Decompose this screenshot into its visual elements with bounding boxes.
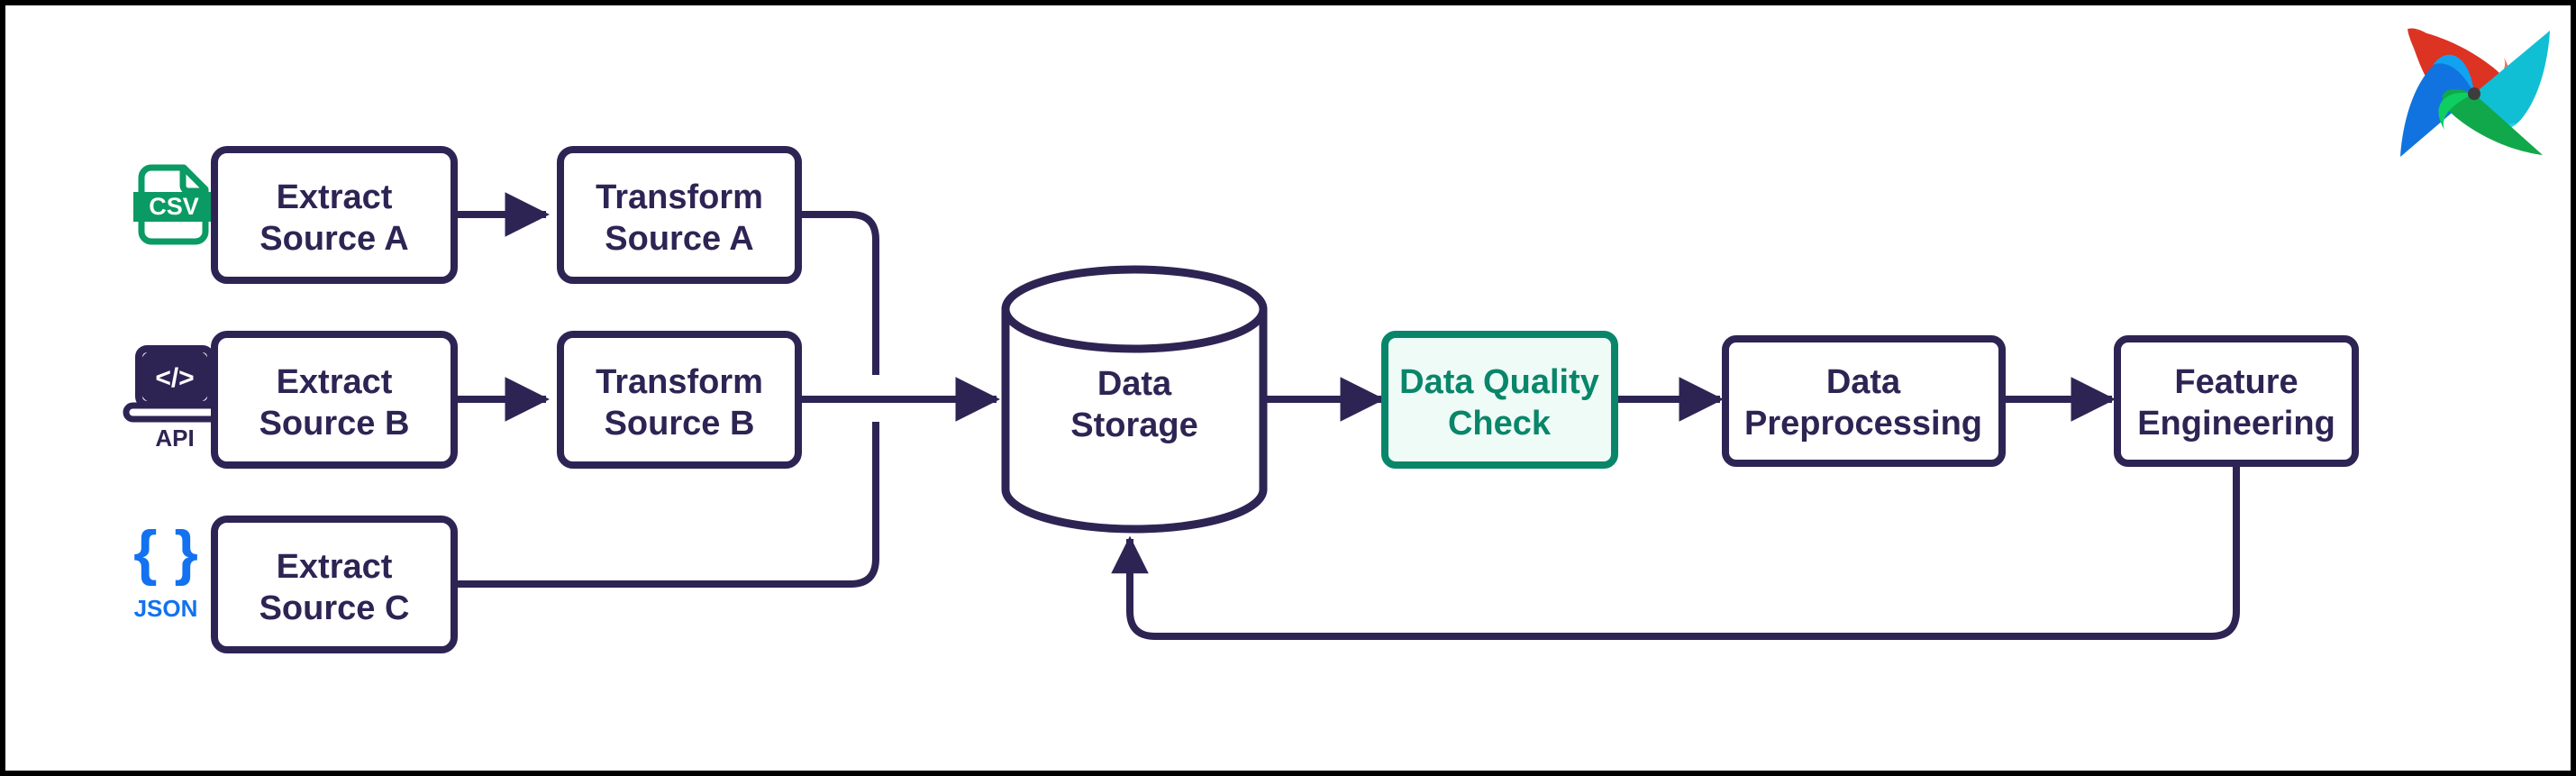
json-brace-glyph: { } xyxy=(133,518,198,587)
node-extract-source-a-line2: Source A xyxy=(259,220,408,258)
node-extract-source-a-line1: Extract xyxy=(277,178,393,216)
node-extract-source-c-line1: Extract xyxy=(277,548,393,586)
api-code-glyph: </> xyxy=(155,363,194,393)
csv-badge-text: CSV xyxy=(149,193,199,220)
node-data-preprocessing-line1: Data xyxy=(1826,363,1901,401)
node-extract-source-c-line2: Source C xyxy=(259,589,410,627)
node-data-quality-check-line2: Check xyxy=(1448,405,1552,443)
node-feature-engineering-line2: Engineering xyxy=(2137,405,2335,443)
node-extract-source-a[interactable]: Extract Source A xyxy=(211,146,458,284)
node-data-preprocessing-line2: Preprocessing xyxy=(1744,405,1982,443)
node-data-storage-line2: Storage xyxy=(1070,406,1197,444)
node-data-storage-line1: Data xyxy=(1097,365,1172,403)
node-feature-engineering[interactable]: Feature Engineering xyxy=(2114,335,2359,467)
node-transform-source-a[interactable]: Transform Source A xyxy=(557,146,802,284)
node-extract-source-b-line2: Source B xyxy=(259,405,410,443)
node-transform-source-b[interactable]: Transform Source B xyxy=(557,331,802,469)
node-data-storage[interactable]: Data Storage xyxy=(1001,265,1268,534)
json-caption: JSON xyxy=(134,595,198,622)
node-transform-source-a-line1: Transform xyxy=(596,178,763,216)
connectors xyxy=(454,192,2240,640)
apache-airflow-pinwheel-logo xyxy=(2400,28,2550,157)
pipeline-diagram: CSV </> API { } JSON Extract Source A Ex… xyxy=(123,28,2550,653)
edge-extract-c-to-bus xyxy=(454,422,879,588)
node-data-quality-check-line1: Data Quality xyxy=(1399,363,1599,401)
node-extract-source-b-line1: Extract xyxy=(277,363,393,401)
api-caption: API xyxy=(155,425,194,452)
csv-file-icon: CSV xyxy=(133,164,214,245)
node-data-preprocessing[interactable]: Data Preprocessing xyxy=(1722,335,2006,467)
edge-transform-a-to-bus xyxy=(798,211,879,375)
node-extract-source-c[interactable]: Extract Source C xyxy=(211,516,458,653)
node-transform-source-b-line2: Source B xyxy=(605,405,755,443)
node-extract-source-b[interactable]: Extract Source B xyxy=(211,331,458,469)
json-braces-icon: { } JSON xyxy=(133,518,198,622)
node-transform-source-b-line1: Transform xyxy=(596,363,763,401)
node-transform-source-a-line2: Source A xyxy=(605,220,753,258)
node-feature-engineering-line1: Feature xyxy=(2174,363,2298,401)
node-data-quality-check[interactable]: Data Quality Check xyxy=(1381,331,1618,469)
api-laptop-icon: </> API xyxy=(123,345,227,452)
edge-feedback-loop-to-data-storage xyxy=(1111,463,2240,640)
